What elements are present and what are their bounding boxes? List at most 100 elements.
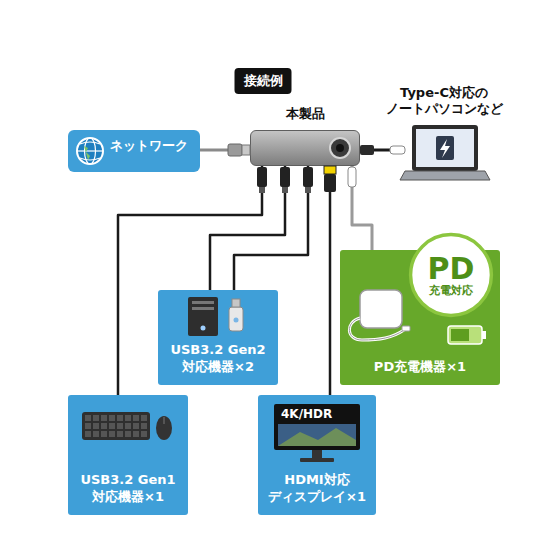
usb-stick-icon — [229, 299, 243, 331]
device-box: USB3.2 Gen2 対応機器×2 — [158, 290, 278, 385]
keyboard-icon — [117, 415, 123, 421]
tower-pc-icon — [192, 307, 214, 310]
usb-c-plug — [348, 167, 356, 187]
monitor-icon — [278, 428, 356, 446]
pd-badge: PD充電対応 — [408, 232, 494, 318]
usb-stick-icon — [229, 307, 243, 331]
monitor-icon — [278, 424, 356, 446]
charger-icon — [349, 290, 410, 340]
keyboard-icon — [85, 415, 91, 421]
monitor-icon — [300, 458, 334, 462]
battery-icon — [448, 326, 486, 344]
node-label: 充電対応 — [408, 285, 494, 297]
node-label: HDMI対応 ディスプレイ×1 — [264, 472, 370, 506]
title-heading: 接続例 — [235, 68, 292, 94]
keyboard-icon — [93, 431, 99, 437]
charger-icon — [360, 290, 402, 328]
keyboard-icon — [101, 415, 107, 421]
monitor-icon — [274, 404, 360, 462]
cable — [200, 149, 250, 152]
lan-plug — [242, 145, 250, 155]
tower-pc-icon — [188, 297, 218, 336]
hub-port — [330, 138, 350, 158]
charger-icon — [349, 318, 404, 340]
keyboard-icon — [85, 423, 91, 429]
cable-boot — [390, 146, 405, 154]
usb-plugs — [259, 187, 265, 193]
hub-device: 本製品 — [250, 130, 360, 166]
usb-c-plug — [348, 167, 356, 187]
keyboard-icon — [125, 423, 131, 429]
hub-port — [336, 144, 344, 152]
usb-stick-icon — [232, 299, 240, 307]
hdmi-plug — [324, 166, 336, 192]
cable — [360, 149, 405, 152]
usb-plugs — [282, 187, 288, 193]
laptop-icon — [400, 171, 490, 180]
spec-label: 4K/HDR — [281, 407, 332, 421]
keyboard-icon — [101, 431, 107, 437]
keyboard-icon — [156, 416, 172, 440]
charger-icon — [349, 318, 404, 340]
battery-icon — [448, 326, 482, 344]
node-heading: 本製品 — [286, 106, 325, 122]
keyboard-icon — [85, 415, 147, 437]
keyboard-icon — [164, 417, 165, 424]
node-label: PD充電機器×1 — [346, 359, 494, 376]
usb-plugs — [257, 167, 267, 187]
usb-plugs — [280, 167, 290, 187]
keyboard-icon — [125, 415, 131, 421]
keyboard-icon — [133, 431, 139, 437]
keyboard-icon — [109, 431, 115, 437]
node-label: PD — [408, 252, 494, 285]
node-heading: Type-C対応の ノートパソコンなど — [382, 85, 506, 118]
laptop-icon — [440, 139, 450, 158]
cable-boot — [360, 145, 405, 155]
cable — [234, 166, 308, 290]
keyboard-icon — [133, 415, 139, 421]
keyboard-icon — [109, 415, 115, 421]
network-box: ネットワーク — [68, 130, 200, 172]
cable — [210, 166, 285, 290]
keyboard-icon — [82, 412, 172, 440]
keyboard-icon — [109, 423, 115, 429]
cable — [352, 166, 372, 250]
globe-icon — [85, 138, 96, 164]
usb-plugs — [303, 167, 313, 187]
keyboard-icon — [117, 423, 123, 429]
globe-icon — [84, 146, 90, 160]
usb-stick-icon — [234, 318, 239, 323]
globe-icon — [77, 150, 103, 151]
hdmi-plug — [324, 166, 336, 174]
keyboard-icon — [133, 423, 139, 429]
tower-pc-icon — [188, 297, 218, 336]
keyboard-icon — [141, 423, 147, 429]
cable — [329, 166, 332, 395]
keyboard-icon — [85, 431, 91, 437]
laptop-icon — [436, 136, 454, 160]
keyboard-icon — [117, 431, 123, 437]
node-label: ネットワーク — [104, 138, 194, 155]
lan-plug — [228, 144, 242, 156]
globe-icon — [77, 138, 103, 164]
keyboard-icon — [101, 423, 107, 429]
keyboard-icon — [141, 431, 147, 437]
device-box: USB3.2 Gen1 対応機器×1 — [68, 395, 188, 515]
node-label: USB3.2 Gen2 対応機器×2 — [164, 342, 272, 376]
monitor-icon — [312, 450, 322, 458]
hub-port — [330, 138, 350, 158]
tower-pc-icon — [192, 301, 214, 304]
charger-box: PD充電機器×1 PD充電対応 — [340, 250, 500, 385]
cable-boot — [360, 145, 374, 155]
keyboard-icon — [93, 415, 99, 421]
keyboard-icon — [141, 415, 147, 421]
node-label: USB3.2 Gen1 対応機器×1 — [74, 472, 182, 506]
hdmi-plug — [324, 174, 336, 192]
globe-icon — [77, 138, 103, 164]
battery-icon — [451, 329, 469, 341]
laptop-icon — [412, 125, 478, 171]
keyboard-icon — [93, 423, 99, 429]
lan-plug — [228, 144, 250, 156]
laptop-icon — [416, 129, 474, 167]
